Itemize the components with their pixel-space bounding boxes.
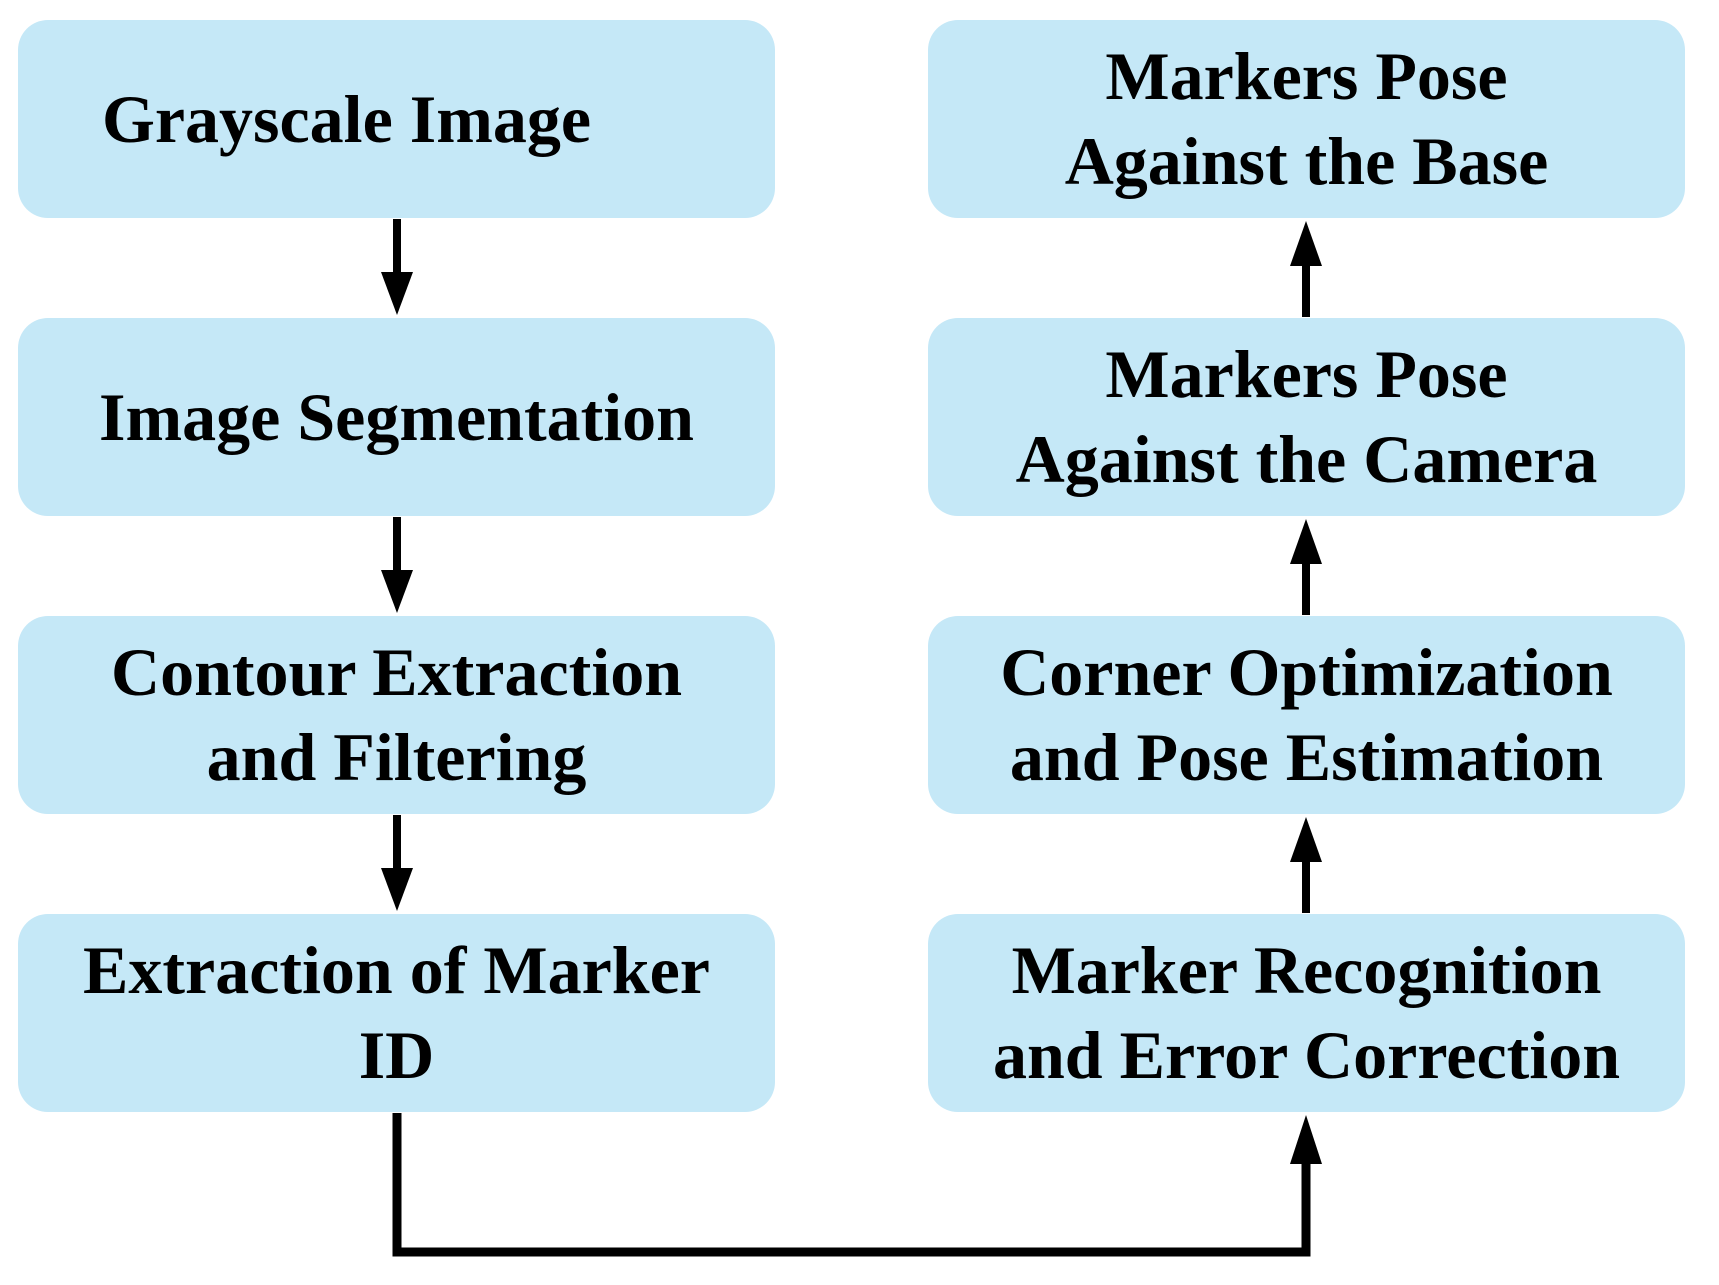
elbow-connector-arrow bbox=[392, 1113, 1322, 1257]
node-grayscale-image: Grayscale Image bbox=[18, 20, 775, 218]
arrow-up-icon bbox=[1290, 519, 1322, 615]
node-label-line: Extraction of Marker bbox=[83, 932, 710, 1008]
node-label-line: and Pose Estimation bbox=[1009, 719, 1604, 795]
node-image-segmentation: Image Segmentation bbox=[18, 318, 775, 516]
arrow-down-icon bbox=[381, 219, 413, 315]
node-label-line: Markers Pose bbox=[1105, 336, 1508, 412]
node-label-line: Image Segmentation bbox=[99, 378, 694, 455]
node-label-line: Contour Extraction bbox=[110, 634, 683, 710]
arrow-down-icon bbox=[381, 815, 413, 911]
node-corner-optimization: Corner Optimization and Pose Estimation bbox=[928, 616, 1685, 814]
node-label-line: and Error Correction bbox=[992, 1017, 1621, 1093]
node-markers-pose-base: Markers Pose Against the Base bbox=[928, 20, 1685, 218]
node-label-line: ID bbox=[358, 1017, 435, 1093]
node-label-line: Against the Camera bbox=[1015, 421, 1598, 497]
node-label-line: Grayscale Image bbox=[101, 80, 592, 157]
node-label-line: Against the Base bbox=[1064, 123, 1549, 199]
arrow-up-icon bbox=[1290, 817, 1322, 913]
node-label-line: Marker Recognition bbox=[1011, 932, 1602, 1008]
node-extraction-marker-id: Extraction of Marker ID bbox=[18, 914, 775, 1112]
node-label-line: Markers Pose bbox=[1105, 38, 1508, 114]
node-markers-pose-camera: Markers Pose Against the Camera bbox=[928, 318, 1685, 516]
arrow-down-icon bbox=[381, 517, 413, 613]
node-label-line: and Filtering bbox=[206, 719, 587, 795]
node-marker-recognition: Marker Recognition and Error Correction bbox=[928, 914, 1685, 1112]
node-label-line: Corner Optimization bbox=[1000, 634, 1613, 710]
node-contour-extraction: Contour Extraction and Filtering bbox=[18, 616, 775, 814]
arrow-up-icon bbox=[1290, 221, 1322, 317]
